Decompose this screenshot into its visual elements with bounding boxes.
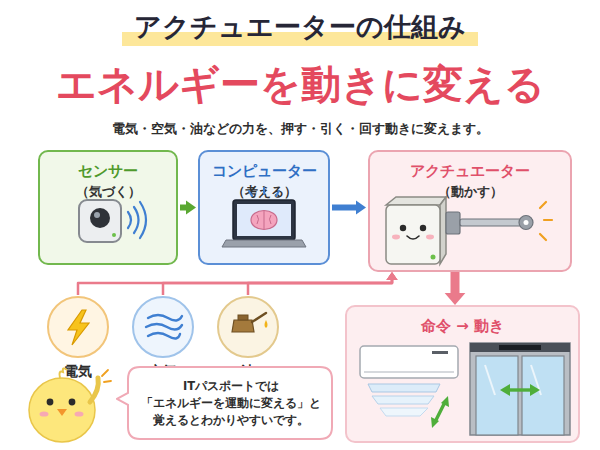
bubble-shape	[117, 367, 332, 439]
circle-outline	[131, 295, 195, 359]
headline: エネルギーを動きに変える	[0, 56, 600, 112]
connector	[180, 201, 196, 215]
connector	[248, 272, 398, 295]
box-subtext: （気づく）	[40, 183, 176, 200]
box-heading: アクチュエーター	[370, 161, 570, 181]
box-heading: 命令 → 動き	[347, 316, 578, 336]
arrow-head	[386, 272, 397, 280]
connector	[163, 272, 398, 295]
connector	[78, 272, 398, 295]
circle-label: 電気	[46, 362, 110, 380]
box-subtext: （動かす）	[370, 183, 570, 200]
computer-box: コンピューター （考える）	[198, 150, 330, 265]
circle-shape	[133, 297, 193, 357]
circle-outline	[216, 295, 280, 359]
connector-line	[248, 278, 392, 295]
bubble-text-wrap: ITパスポートでは 「エネルギーを運動に変える」と 覚えるとわかりやすいです。	[130, 367, 332, 439]
connector-line	[332, 205, 358, 211]
title-wrap: アクチュエーターの仕組み	[0, 8, 600, 46]
box-heading: センサー	[40, 161, 176, 181]
connector-line	[78, 278, 392, 295]
arrow-head	[356, 201, 366, 215]
actuator-box: アクチュエーター （動かす）	[368, 150, 572, 272]
box-heading: コンピューター	[200, 161, 328, 181]
connector	[445, 272, 466, 305]
arrow-head	[186, 201, 196, 215]
subtitle: 電気・空気・油などの力を、押す・引く・回す動きに変えます。	[0, 119, 600, 139]
arrow-head	[445, 293, 466, 305]
connector-line	[180, 205, 188, 211]
chick-mascot	[29, 368, 111, 442]
arrow-head	[386, 272, 397, 280]
circle-shape	[48, 297, 108, 357]
connector	[332, 201, 366, 215]
circle-outline	[46, 295, 110, 359]
sensor-box: センサー （気づく）	[38, 150, 178, 265]
circle-shape	[218, 297, 278, 357]
speech-bubble: ITパスポートでは 「エネルギーを運動に変える」と 覚えるとわかりやすいです。	[116, 365, 334, 441]
connector-line	[451, 272, 460, 295]
connector-line	[163, 278, 392, 295]
bubble-text: ITパスポートでは 「エネルギーを運動に変える」と 覚えるとわかりやすいです。	[136, 378, 326, 429]
output-box: 命令 → 動き	[345, 305, 580, 443]
arrow-head	[386, 272, 397, 280]
energy-circle: 電気	[46, 295, 110, 379]
title: アクチュエーターの仕組み	[122, 8, 478, 46]
box-subtext: （考える）	[200, 183, 328, 200]
